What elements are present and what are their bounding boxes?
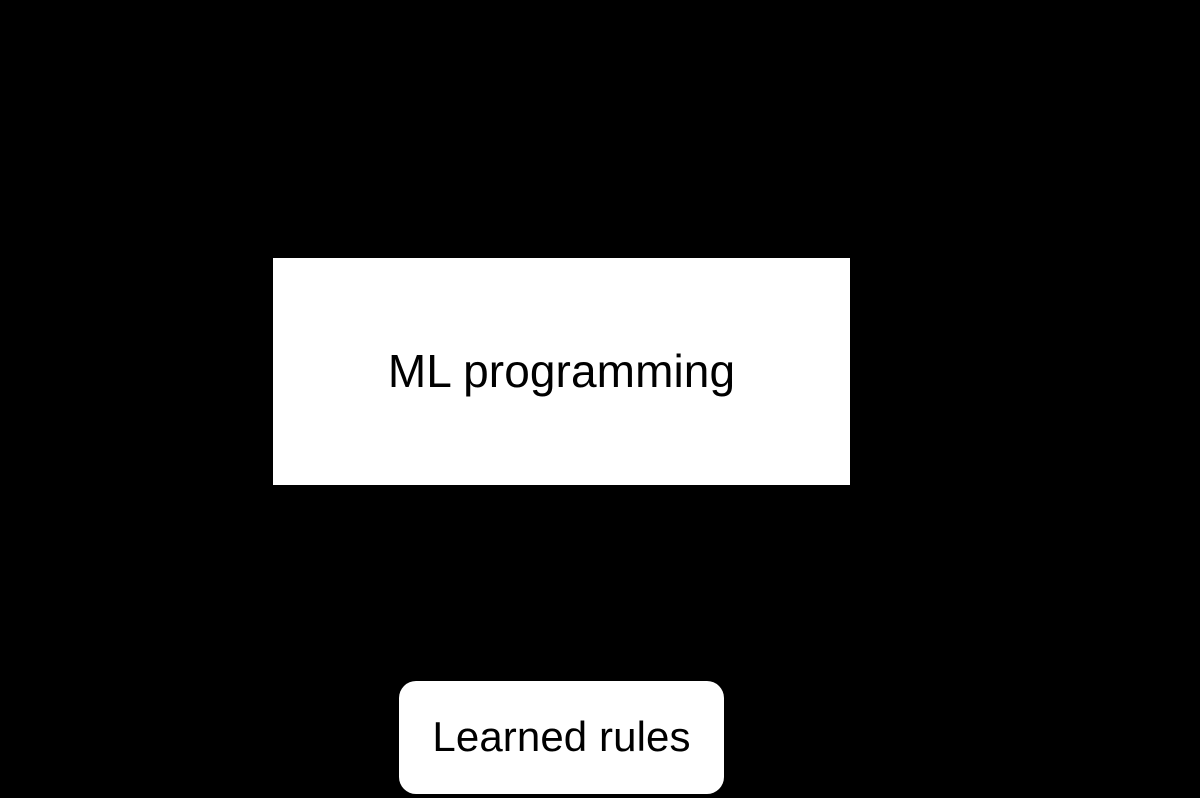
node-ml-programming-label: ML programming bbox=[387, 345, 736, 398]
node-learned-rules[interactable]: Learned rules bbox=[399, 681, 724, 794]
node-ml-programming[interactable]: ML programming bbox=[273, 258, 850, 485]
node-learned-rules-label: Learned rules bbox=[432, 713, 691, 761]
